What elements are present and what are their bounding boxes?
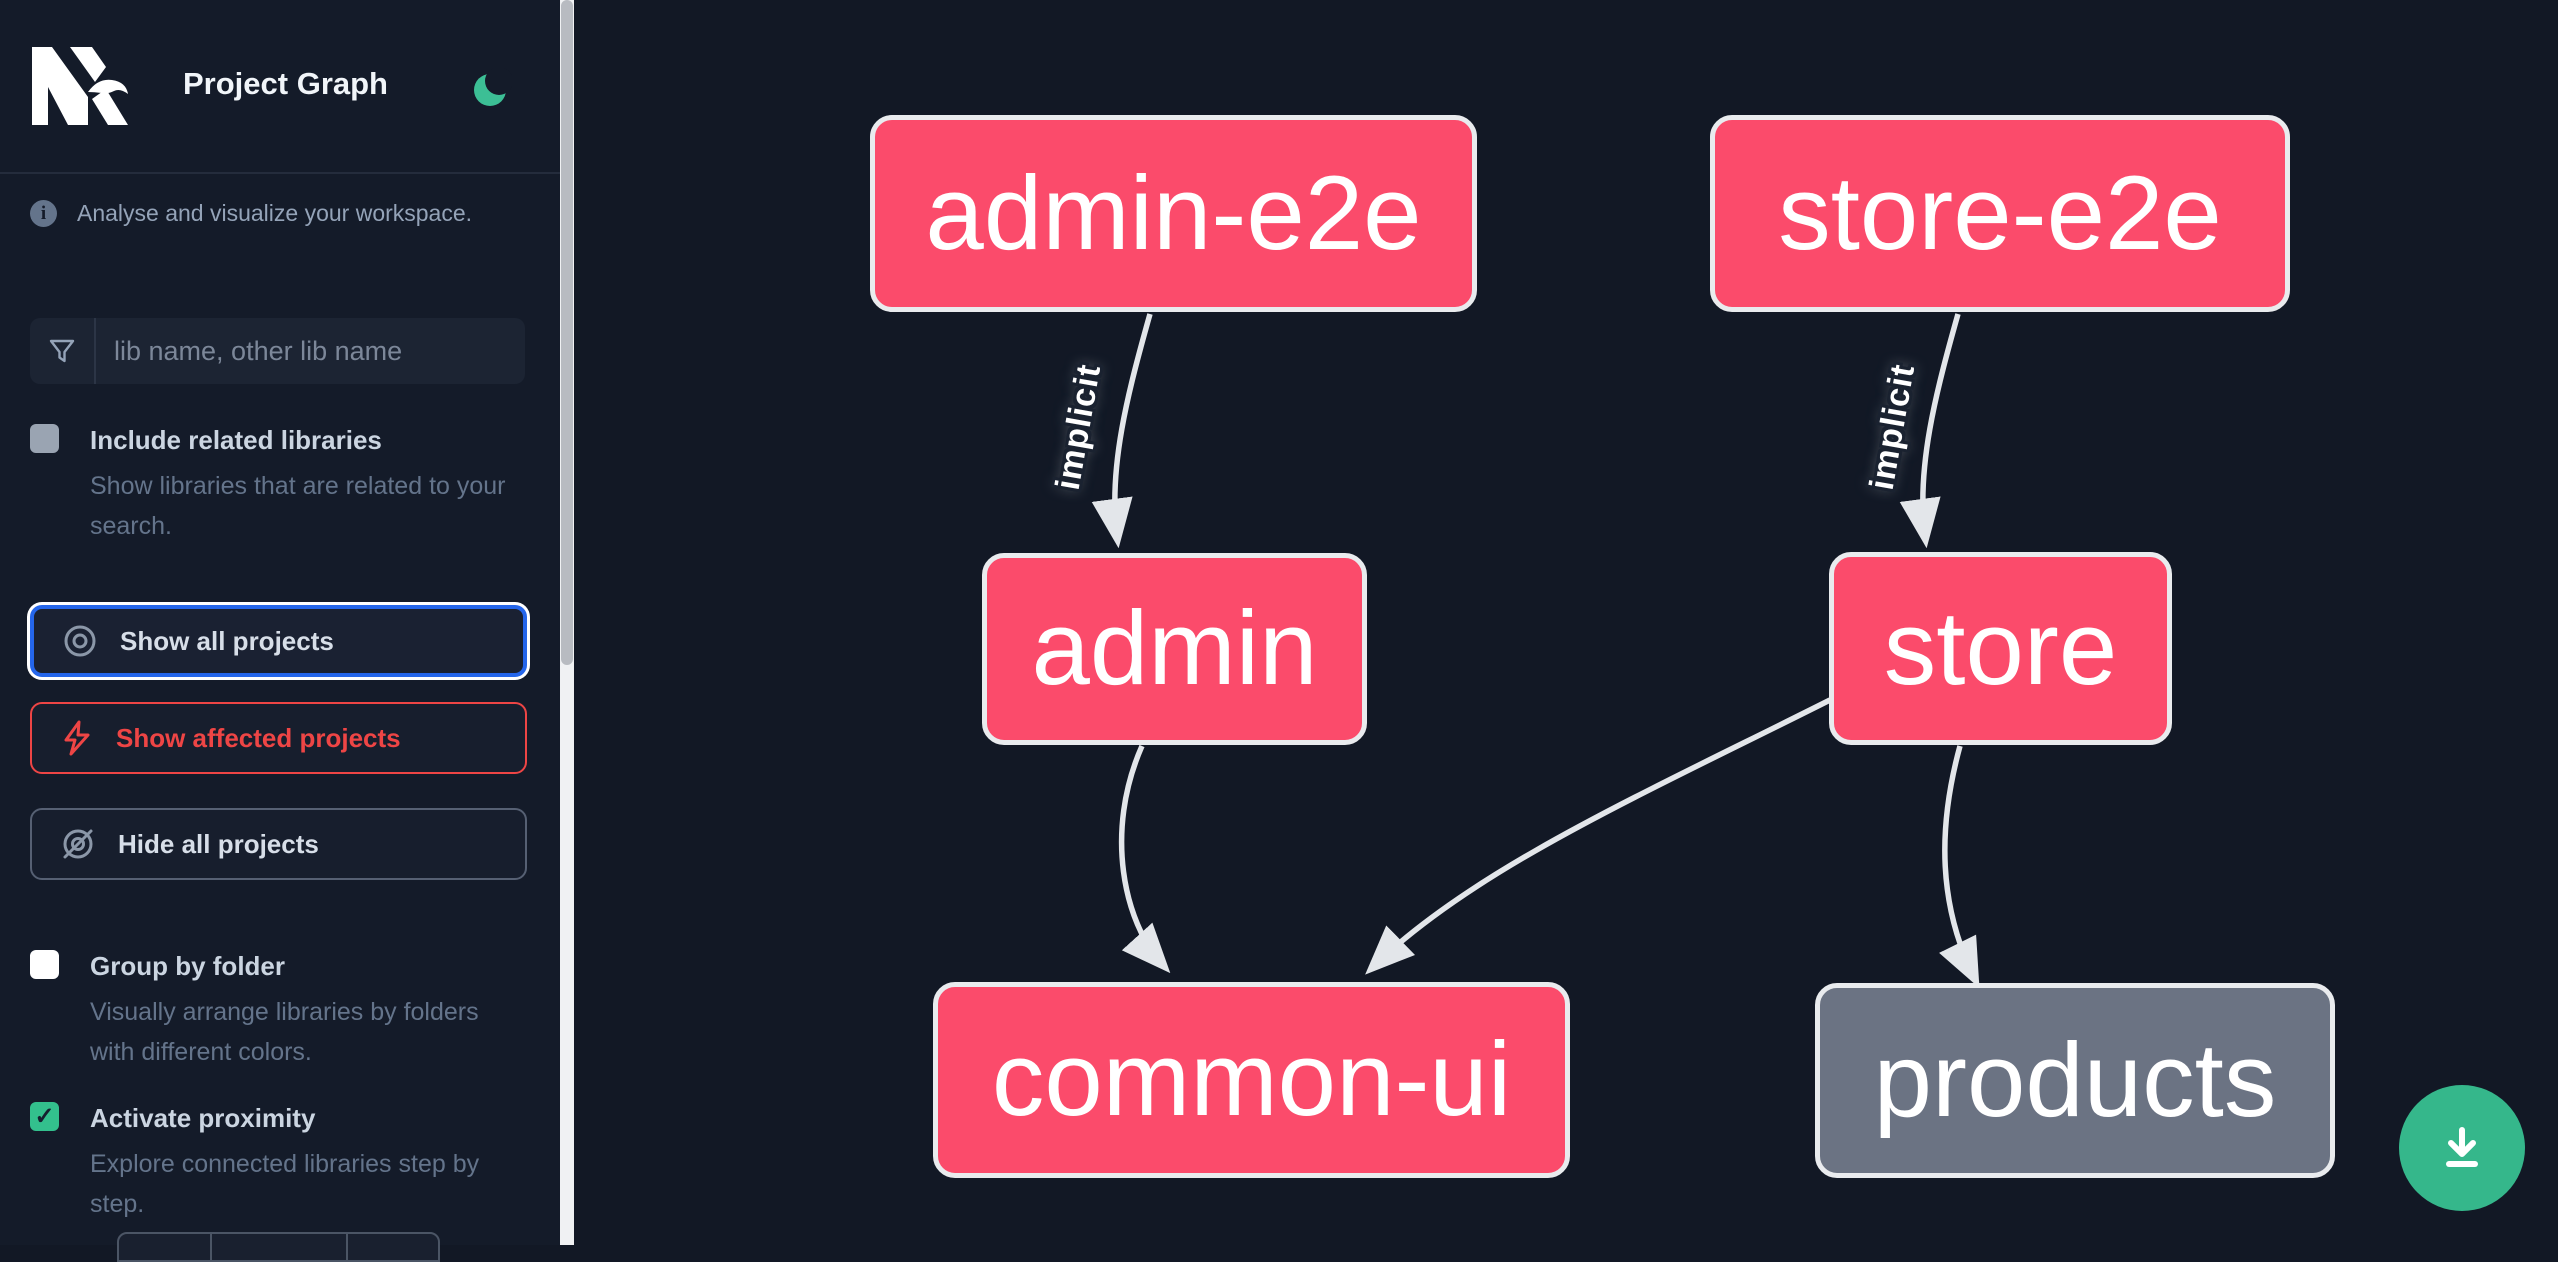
stepper-value <box>212 1234 348 1260</box>
funnel-icon <box>49 339 75 363</box>
toggle-description: Explore connected libraries step by step… <box>90 1150 480 1218</box>
header-divider <box>0 172 560 174</box>
toggle-group-by-folder: Group by folder Visually arrange librari… <box>30 950 530 1080</box>
project-node-store[interactable]: store <box>1829 552 2172 745</box>
stepper-increment[interactable] <box>348 1234 438 1260</box>
include-related-checkbox[interactable] <box>30 424 59 453</box>
eye-icon <box>64 625 96 657</box>
theme-toggle[interactable] <box>472 67 513 108</box>
group-by-folder-checkbox[interactable] <box>30 950 59 979</box>
project-node-common-ui[interactable]: common-ui <box>933 982 1570 1178</box>
proximity-stepper-partial <box>117 1232 440 1262</box>
info-text: Analyse and visualize your workspace. <box>77 200 473 226</box>
eye-off-icon <box>63 829 93 859</box>
sidebar: Project Graph i Analyse and visualize yo… <box>0 0 560 1262</box>
project-node-admin-e2e[interactable]: admin-e2e <box>870 115 1477 312</box>
show-all-projects-label: Show all projects <box>120 625 334 656</box>
search-input[interactable] <box>96 318 525 384</box>
sidebar-scrollbar-thumb[interactable] <box>561 0 573 665</box>
project-node-admin[interactable]: admin <box>982 553 1367 745</box>
nx-logo <box>30 40 130 132</box>
show-all-projects-button[interactable]: Show all projects <box>30 605 527 677</box>
nx-logo-icon <box>32 47 128 125</box>
sidebar-header: Project Graph <box>0 0 560 173</box>
project-node-store-e2e[interactable]: store-e2e <box>1710 115 2290 312</box>
toggle-activate-proximity: ✓ Activate proximity Explore connected l… <box>30 1102 530 1232</box>
sidebar-scrollbar-track[interactable] <box>560 0 574 1245</box>
toggle-description: Show libraries that are related to your … <box>90 472 506 540</box>
page-title: Project Graph <box>183 66 388 101</box>
edge-store-to-products <box>1939 745 1980 989</box>
workspace-info: i Analyse and visualize your workspace. <box>30 200 472 227</box>
info-icon: i <box>30 200 57 227</box>
show-affected-projects-button[interactable]: Show affected projects <box>30 702 527 774</box>
hide-all-projects-label: Hide all projects <box>118 828 319 859</box>
toggle-label: Include related libraries <box>90 425 382 455</box>
project-node-products[interactable]: products <box>1815 983 2335 1178</box>
stepper-decrement[interactable] <box>119 1234 212 1260</box>
edge-admin-e2e-to-admin <box>1091 313 1153 549</box>
edge-admin-to-common-ui <box>1118 744 1171 974</box>
toggle-label: Activate proximity <box>90 1103 316 1133</box>
bolt-icon <box>64 720 90 756</box>
activate-proximity-checkbox[interactable]: ✓ <box>30 1102 59 1131</box>
save-image-button[interactable] <box>2399 1085 2525 1211</box>
filter-search <box>30 318 525 384</box>
download-icon <box>2446 1127 2478 1167</box>
edge-store-e2e-to-store <box>1899 313 1961 549</box>
project-graph-canvas[interactable]: admin-e2e store-e2e admin store common-ui pro… <box>574 0 2558 1245</box>
hide-all-projects-button[interactable]: Hide all projects <box>30 808 527 880</box>
dependency-edges <box>1091 313 1980 989</box>
toggle-label: Group by folder <box>90 951 285 981</box>
show-affected-projects-label: Show affected projects <box>116 722 401 753</box>
edge-store-to-common-ui <box>1365 697 1832 975</box>
filter-icon-wrap <box>30 318 96 384</box>
moon-icon <box>474 67 513 106</box>
toggle-description: Visually arrange libraries by folders wi… <box>90 998 479 1066</box>
toggle-include-related: Include related libraries Show libraries… <box>30 424 530 554</box>
